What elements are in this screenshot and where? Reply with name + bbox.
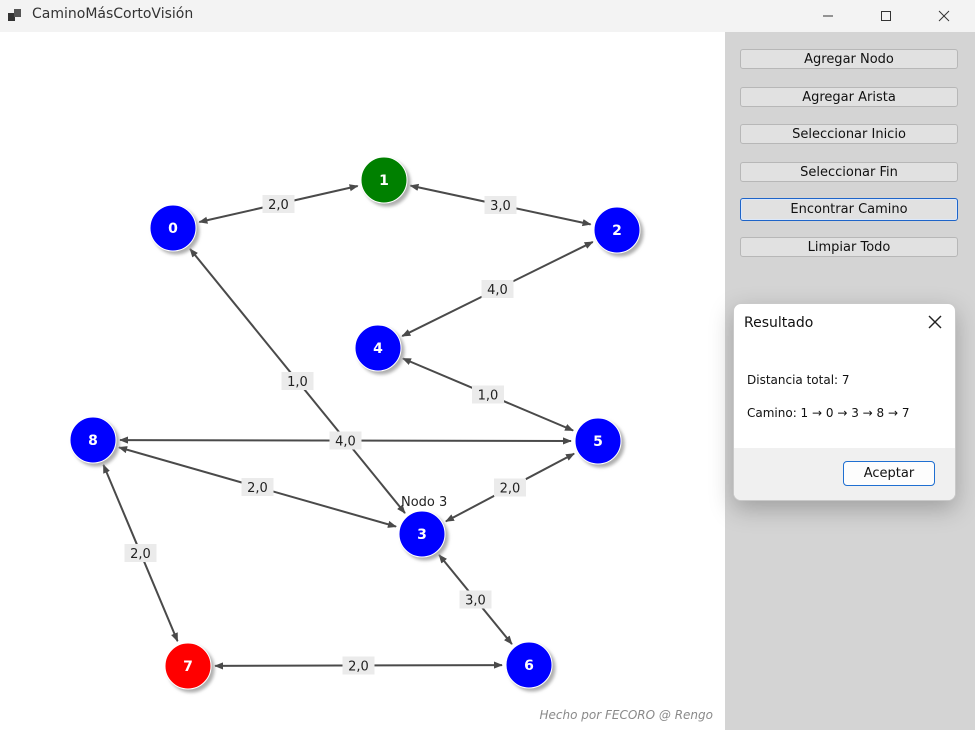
edge-weight-bg	[124, 544, 157, 562]
graph-node-1[interactable]	[360, 156, 408, 204]
edge-weight-label: 1,0	[478, 389, 499, 404]
edge-weight-bg	[484, 196, 517, 214]
maximize-icon	[881, 11, 891, 21]
graph-canvas[interactable]: 2,0 3,0 4,0 1,0 1,0 4,0 2,0 2,0 2,0 3,0 2,0 0 1 2 3 4 5…	[0, 32, 725, 730]
accept-button[interactable]: Aceptar	[843, 461, 935, 486]
edge-weight-label: 2,0	[348, 660, 369, 675]
edge-weight-bg	[472, 385, 504, 404]
edge-weight-bg	[241, 478, 274, 496]
edge-weight-label: 2,0	[500, 482, 521, 497]
select-start-button[interactable]: Seleccionar Inicio	[740, 124, 958, 144]
edge-weight-bg	[459, 590, 492, 609]
dialog-body: Distancia total: 7 Camino: 1 → 0 → 3 → 8…	[734, 342, 955, 448]
edge-weight-bg	[281, 372, 314, 390]
dialog-title: Resultado	[744, 315, 814, 331]
select-end-button[interactable]: Seleccionar Fin	[740, 162, 958, 182]
edge-weight-label: 4,0	[335, 435, 356, 450]
edge-weight-bg	[494, 478, 526, 497]
node-hover-label: Nodo 3	[401, 495, 447, 510]
graph-node-8[interactable]	[69, 416, 117, 464]
credit-text: Hecho por FECORO @ Rengo	[539, 708, 713, 722]
graph-svg: 2,0 3,0 4,0 1,0 1,0 4,0 2,0 2,0 2,0 3,0 2,0 0 1 2 3 4 5…	[69, 156, 641, 690]
graph-node-4[interactable]	[354, 324, 402, 372]
total-distance-text: Distancia total: 7	[747, 373, 850, 387]
edge-weight-label: 2,0	[268, 198, 289, 213]
graph-node-6[interactable]	[505, 641, 553, 689]
graph-node-3[interactable]	[398, 510, 446, 558]
graph-node-label: 7	[183, 659, 193, 675]
dialog-close-button[interactable]	[925, 312, 945, 332]
edge-weight-label: 3,0	[465, 594, 486, 609]
graph-node-label: 4	[373, 341, 383, 357]
add-node-button[interactable]: Agregar Nodo	[740, 49, 958, 69]
edge-weight-label: 1,0	[287, 375, 308, 390]
graph-node-0[interactable]	[149, 204, 197, 252]
graph-node-2[interactable]	[593, 206, 641, 254]
path-text: Camino: 1 → 0 → 3 → 8 → 7	[747, 406, 910, 420]
graph-node-label: 2	[612, 223, 622, 239]
dialog-footer: Aceptar	[734, 448, 955, 500]
close-window-button[interactable]	[916, 0, 972, 32]
edge-weight-label: 2,0	[130, 547, 151, 562]
edge-weight-label: 3,0	[490, 199, 511, 214]
graph-node-label: 6	[524, 658, 534, 674]
close-icon	[938, 10, 950, 22]
edge-weight-bg	[262, 195, 295, 213]
graph-node-label: 0	[168, 221, 178, 237]
edge-weight-bg	[481, 280, 514, 298]
close-icon	[928, 315, 942, 329]
find-path-button[interactable]: Encontrar Camino	[740, 198, 958, 221]
graph-node-7[interactable]	[164, 642, 212, 690]
graph-node-5[interactable]	[574, 417, 622, 465]
maximize-button[interactable]	[858, 0, 914, 32]
graph-node-label: 8	[88, 433, 98, 449]
clear-all-button[interactable]: Limpiar Todo	[740, 237, 958, 257]
edges-layer: 2,0 3,0 4,0 1,0 1,0 4,0 2,0 2,0 2,0 3,0 2,0	[102, 183, 594, 675]
edge-weight-label: 4,0	[487, 283, 508, 298]
window-title: CaminoMásCortoVisión	[32, 6, 194, 22]
minimize-button[interactable]	[800, 0, 856, 32]
graph-node-label: 3	[417, 527, 427, 543]
graph-node-label: 5	[593, 434, 603, 450]
add-edge-button[interactable]: Agregar Arista	[740, 87, 958, 107]
edge-weight-bg	[342, 656, 375, 675]
graph-node-label: 1	[379, 173, 389, 189]
minimize-icon	[823, 15, 833, 17]
edge-weight-label: 2,0	[247, 481, 268, 496]
result-dialog: Resultado Distancia total: 7 Camino: 1 →…	[733, 303, 956, 501]
title-bar: CaminoMásCortoVisión	[0, 0, 975, 32]
edge-weight-bg	[329, 431, 362, 450]
app-icon	[8, 9, 21, 21]
nodes-layer: 0 1 2 3 4 5 6 7 8	[69, 156, 641, 690]
